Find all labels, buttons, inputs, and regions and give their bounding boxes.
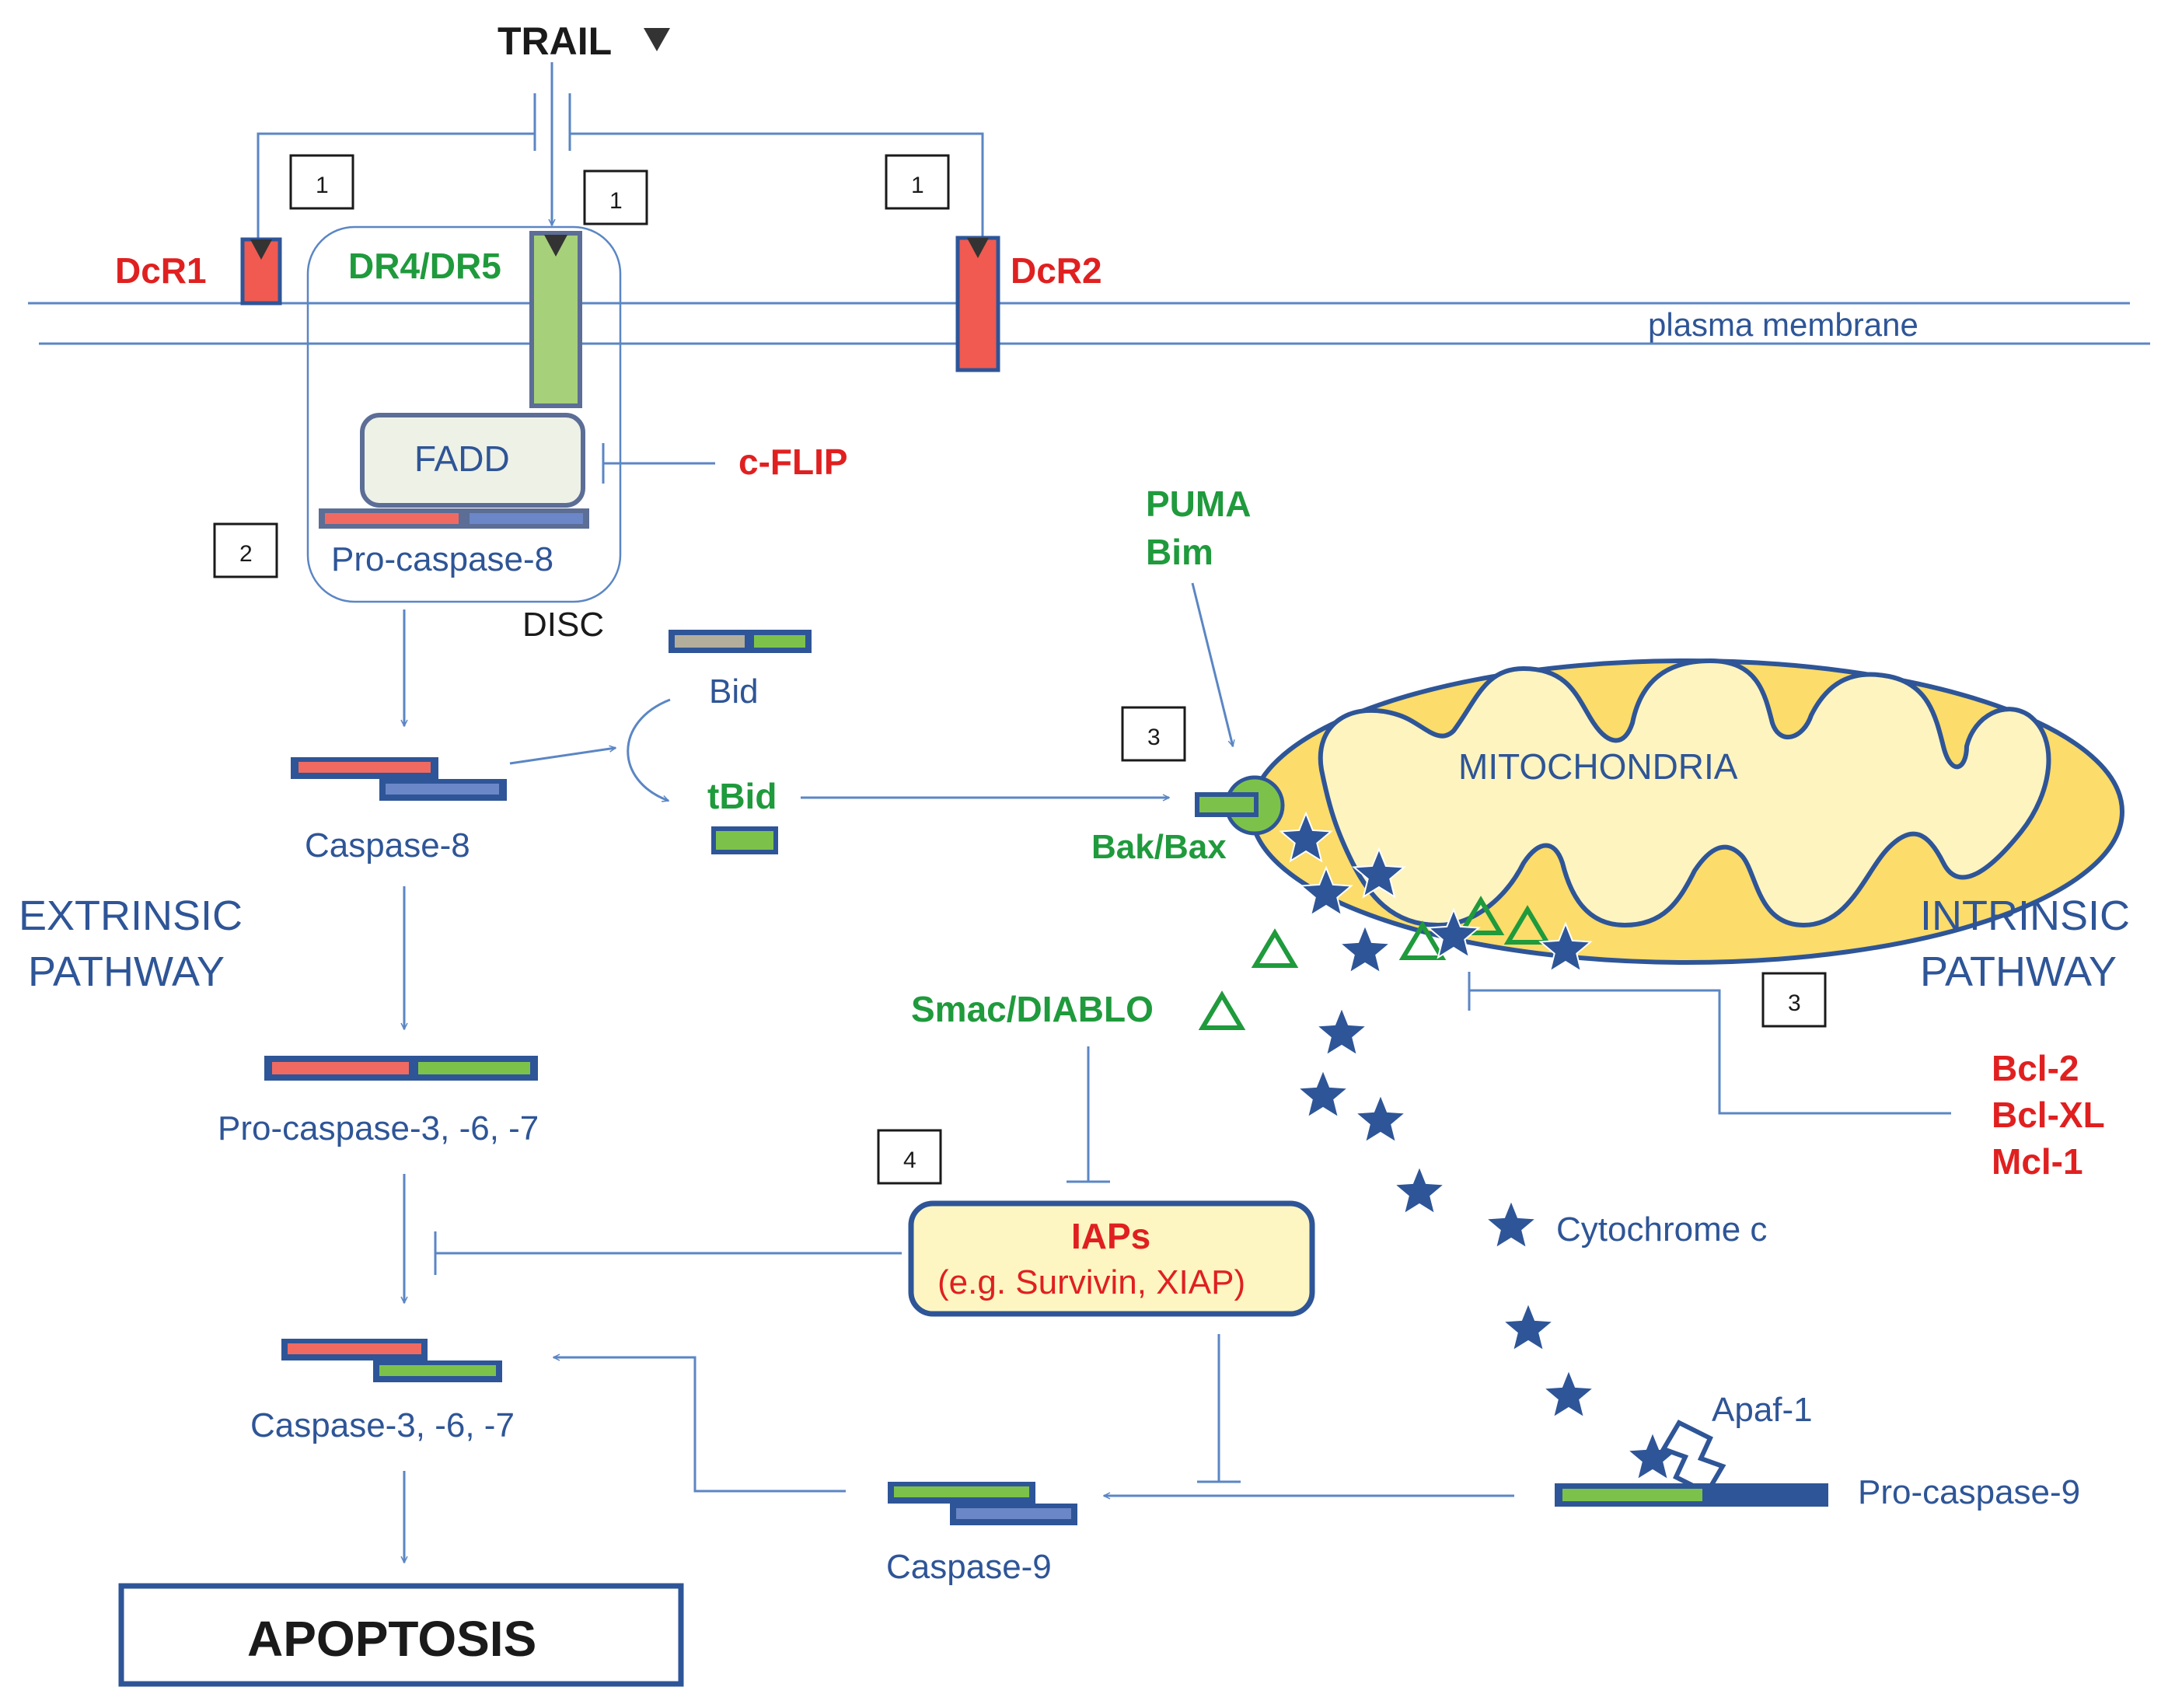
triangle-icon — [1398, 920, 1447, 960]
procaspase9-label: Pro-caspase-9 — [1858, 1473, 2080, 1511]
dcr1-receptor — [240, 237, 282, 306]
cflip-label: c-FLIP — [738, 442, 848, 482]
apoptosis-box — [118, 1583, 684, 1687]
extrinsic-pathway-label-2: PATHWAY — [28, 948, 225, 995]
step-badge-disc: 2 — [213, 522, 278, 578]
bid-label: Bid — [709, 672, 759, 711]
fadd-label: FADD — [414, 438, 510, 479]
bclxl-label: Bcl-XL — [1992, 1095, 2105, 1135]
iaps-example-label: (e.g. Survivin, XIAP) — [937, 1263, 1245, 1301]
step-badge-dr: 1 — [583, 169, 648, 225]
disc-label: DISC — [522, 606, 604, 644]
bcl2-label: Bcl-2 — [1992, 1048, 2079, 1088]
bid-cleavage-curve — [627, 698, 671, 801]
mcl1-label: Mcl-1 — [1992, 1141, 2083, 1182]
star-icon — [1338, 923, 1392, 975]
apaf1-icon — [1660, 1420, 1726, 1496]
trail-arrowhead-icon — [644, 28, 670, 51]
star-icon — [1314, 1005, 1369, 1057]
arrow-caspase8-to-bid — [509, 748, 616, 765]
svg-text:1: 1 — [316, 173, 329, 198]
tbid-label: tBid — [707, 776, 777, 816]
triangle-icon — [1251, 928, 1299, 968]
bid-bar — [669, 630, 812, 653]
bak-bax-pore — [1195, 775, 1285, 836]
dr4-dr5-label: DR4/DR5 — [348, 246, 501, 286]
svg-text:1: 1 — [609, 188, 623, 214]
svg-text:3: 3 — [1788, 990, 1801, 1016]
star-icon — [1484, 1198, 1538, 1250]
caspase8-label: Caspase-8 — [305, 826, 470, 864]
mitochondria-label: MITOCHONDRIA — [1458, 746, 1738, 787]
smac-diablo-label: Smac/DIABLO — [911, 989, 1154, 1029]
trail-connectors — [258, 62, 983, 247]
svg-text:3: 3 — [1147, 725, 1161, 750]
extrinsic-pathway-label-1: EXTRINSIC — [19, 892, 243, 939]
plasma-membrane — [28, 302, 2150, 345]
iap-inhibition-caspase3 — [434, 1231, 902, 1275]
apoptosis-label: APOPTOSIS — [247, 1611, 536, 1667]
procaspase8-bar — [319, 508, 589, 529]
star-icon — [1296, 1067, 1350, 1119]
dcr2-receptor — [955, 236, 1000, 372]
dcr1-label: DcR1 — [115, 250, 207, 291]
bim-label: Bim — [1146, 532, 1213, 572]
puma-label: PUMA — [1146, 484, 1251, 524]
procaspase367-label: Pro-caspase-3, -6, -7 — [218, 1109, 539, 1147]
star-icon — [1392, 1164, 1447, 1216]
mitochondria — [1249, 658, 2124, 965]
star-icon — [1501, 1301, 1555, 1353]
svg-text:1: 1 — [911, 173, 924, 198]
cytochrome-c-label: Cytochrome c — [1556, 1210, 1767, 1249]
bak-bax-label: Bak/Bax — [1091, 828, 1227, 866]
smac-inhibition-iaps — [1067, 1046, 1110, 1183]
plasma-membrane-label: plasma membrane — [1648, 306, 1918, 343]
triangle-icon — [1503, 905, 1552, 945]
caspase8-bars — [291, 757, 507, 801]
procaspase8-label: Pro-caspase-8 — [331, 540, 553, 578]
iaps-box — [908, 1200, 1315, 1317]
procaspase9-bar — [1555, 1483, 1828, 1507]
cflip-inhibition — [602, 443, 715, 484]
apaf1-label: Apaf-1 — [1712, 1391, 1813, 1429]
disc-complex-outline — [306, 225, 622, 603]
star-icon — [1426, 907, 1481, 959]
step-badge-bakbax: 3 — [1121, 706, 1186, 762]
star-icon — [1353, 1092, 1408, 1144]
step-badge-dcr2: 1 — [885, 154, 950, 210]
caspase9-label: Caspase-9 — [886, 1548, 1052, 1586]
cytochrome-c-stars — [1279, 811, 1680, 1482]
svg-text:4: 4 — [903, 1147, 916, 1173]
smac-triangles — [1198, 896, 1552, 1030]
caspase367-label: Caspase-3, -6, -7 — [250, 1406, 515, 1444]
intrinsic-pathway-label-1: INTRINSIC — [1920, 892, 2130, 939]
step-badge-iaps: 4 — [877, 1129, 942, 1185]
trail-label: TRAIL — [497, 19, 612, 63]
svg-text:2: 2 — [239, 541, 253, 567]
fadd-box — [360, 413, 585, 508]
caspase367-bars — [281, 1339, 502, 1382]
arrow-puma-to-bakbax — [1191, 582, 1233, 746]
star-icon — [1352, 847, 1406, 899]
step-badge-bcl2: 3 — [1761, 972, 1827, 1028]
dcr2-label: DcR2 — [1011, 250, 1102, 291]
triangle-icon — [1457, 896, 1505, 935]
iap-inhibition-caspase9 — [1197, 1334, 1241, 1483]
star-icon — [1279, 811, 1333, 863]
caspase9-bars — [888, 1482, 1077, 1525]
arrow-caspase9-to-caspase3 — [553, 1357, 846, 1493]
star-icon — [1538, 921, 1593, 973]
tbid-bar — [711, 826, 778, 854]
procaspase367-bar — [264, 1056, 538, 1081]
iaps-label: IAPs — [1071, 1216, 1150, 1256]
star-icon — [1541, 1367, 1596, 1420]
bcl2-inhibition — [1468, 972, 1951, 1115]
dr4-dr5-receptor — [529, 231, 582, 408]
triangle-icon — [1198, 990, 1246, 1030]
step-badge-dcr1: 1 — [289, 154, 354, 210]
star-icon — [1299, 865, 1353, 917]
intrinsic-pathway-label-2: PATHWAY — [1920, 948, 2117, 995]
